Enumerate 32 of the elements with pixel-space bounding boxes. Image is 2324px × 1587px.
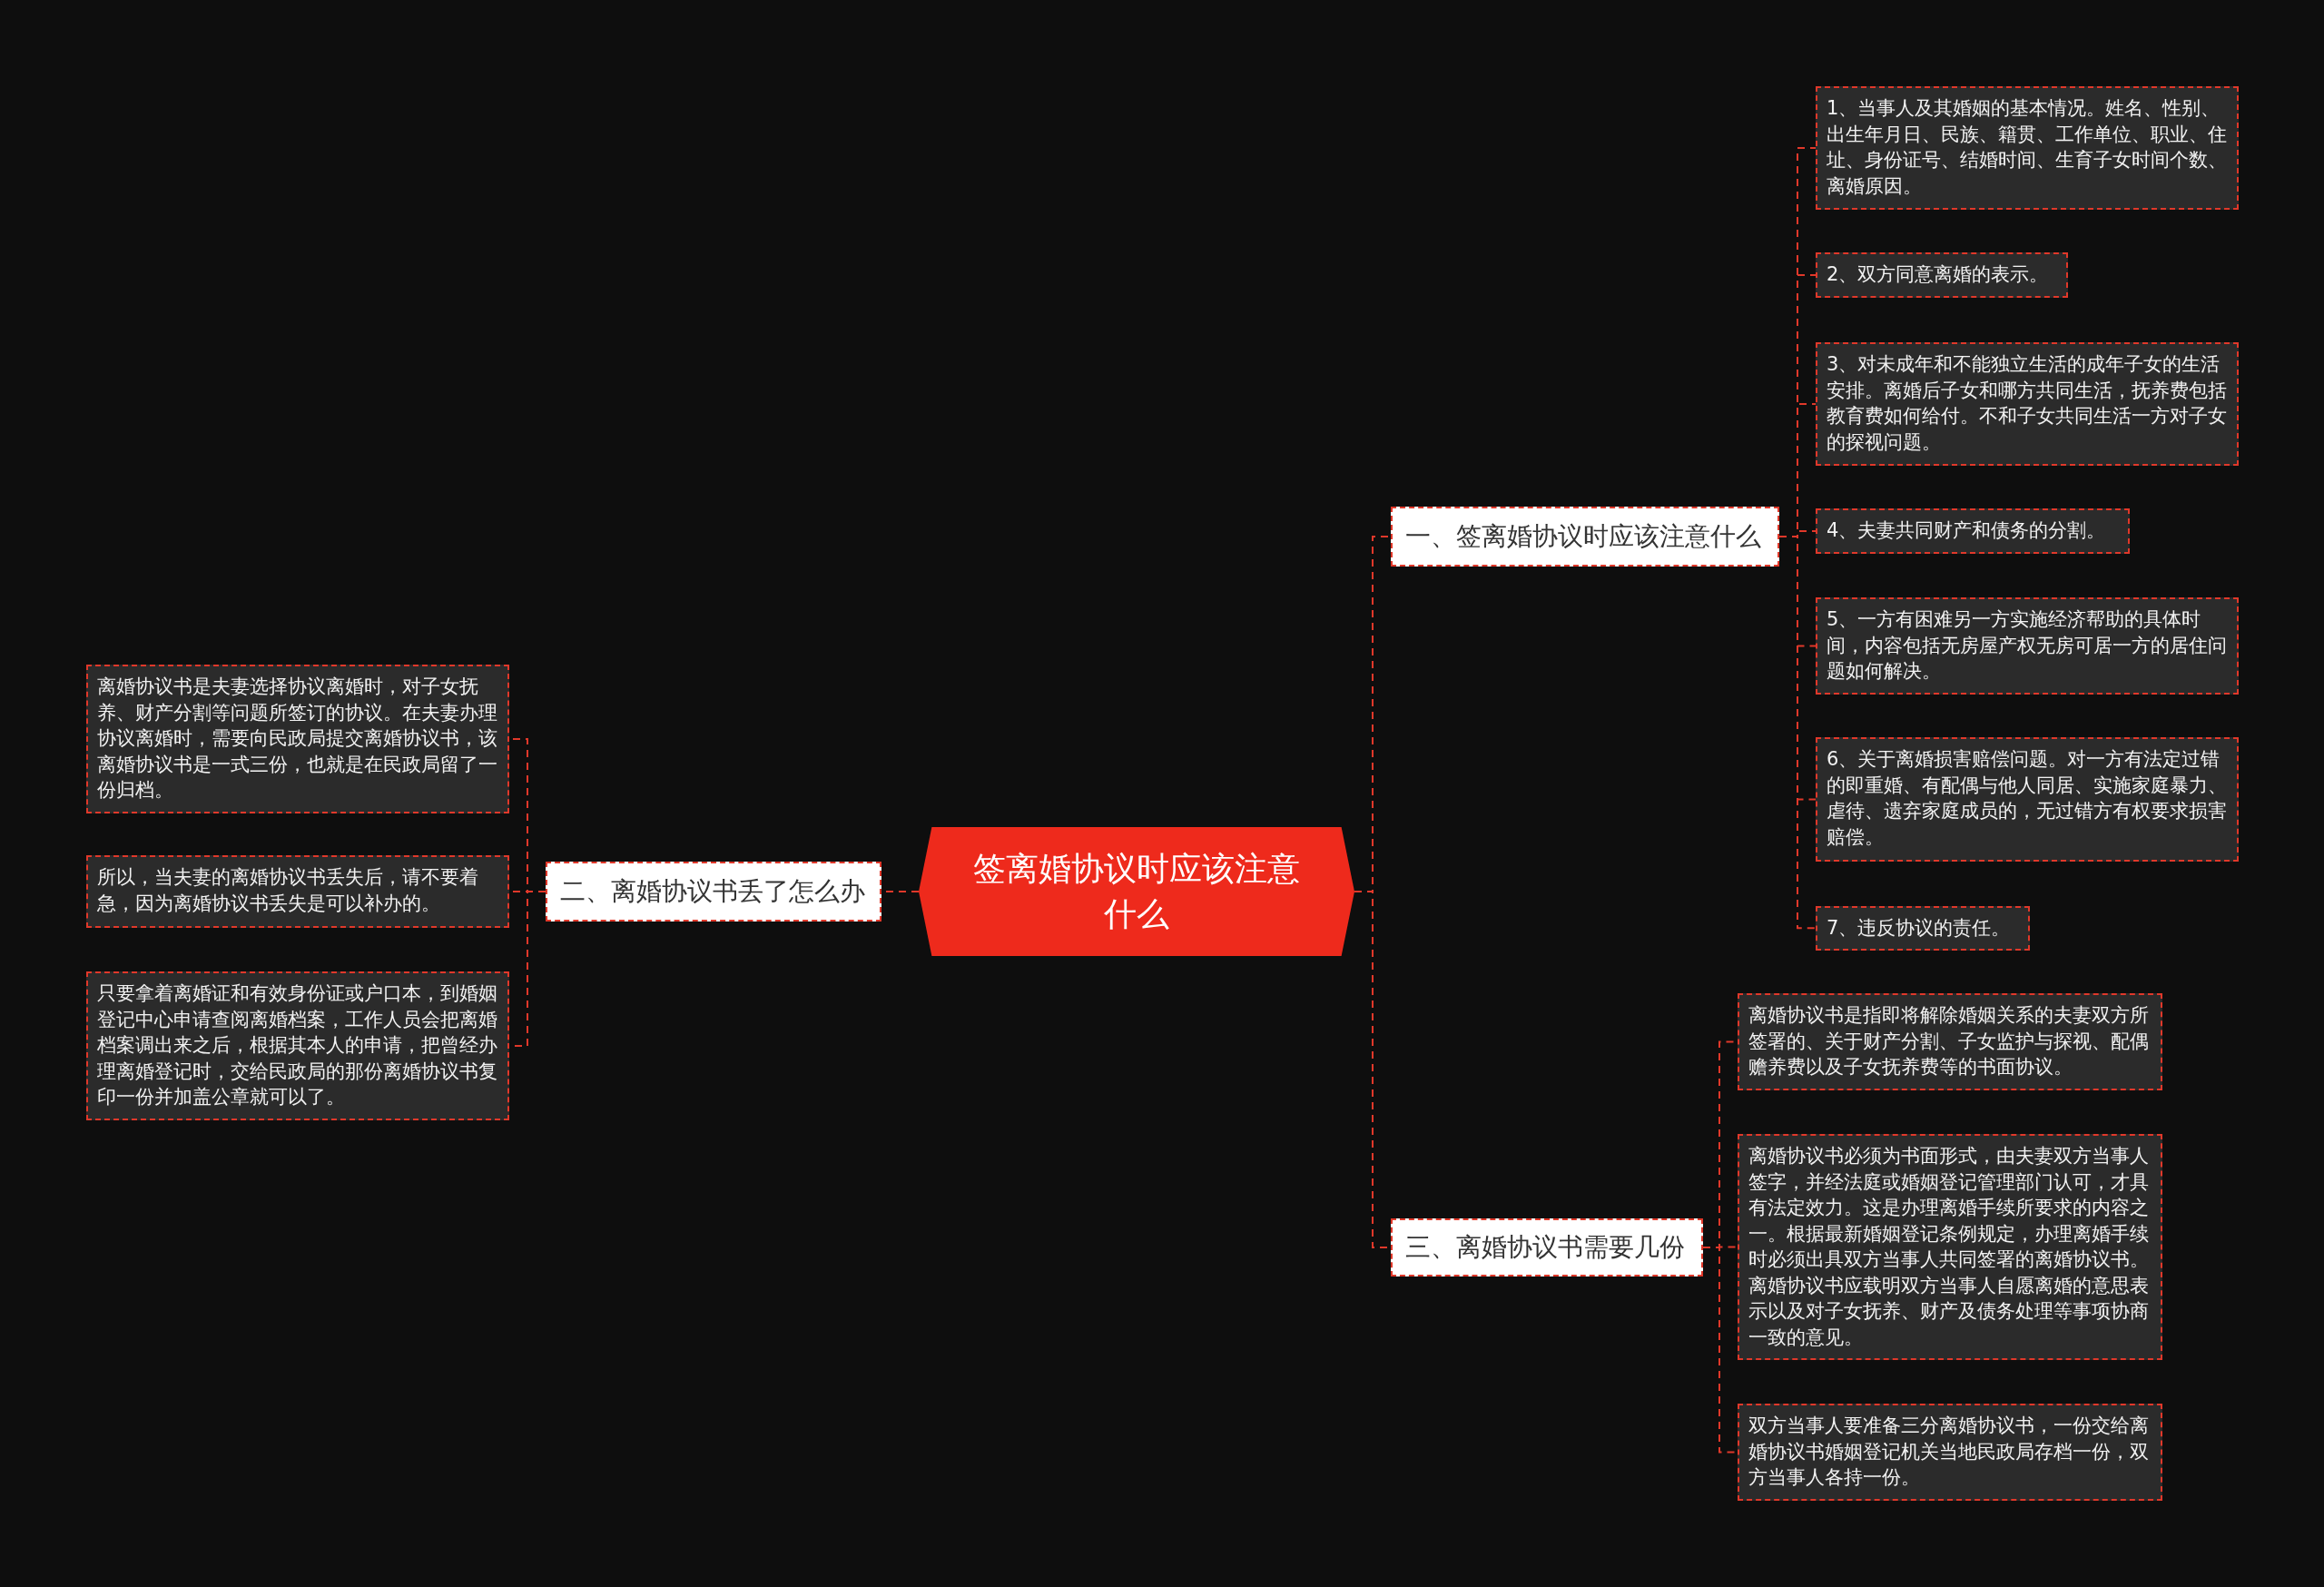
note-box <box>86 971 509 1120</box>
note-box <box>1816 737 2239 862</box>
note-text: 7、违反协议的责任。 <box>1827 916 2012 941</box>
note-text: 离婚协议书是夫妻选择协议离婚时，对子女抚养、财产分割等问题所签订的协议。在夫妻办理协议离婚时，需要向民政局提交离婚协议书，该离婚协议书是一式三份，也就是在民政局留了一份归档。 <box>97 675 498 803</box>
note-text: 所以，当夫妻的离婚协议书丢失后，请不要着急，因为离婚协议书丢失是可以补办的。 <box>97 865 479 916</box>
topic-text: 三、离婚协议书需要几份 <box>1405 1231 1686 1264</box>
branch-topic-box <box>546 862 881 922</box>
note-box <box>1738 993 2162 1090</box>
note-text: 6、关于离婚损害赔偿问题。对一方有法定过错的即重婚、有配偶与他人同居、实施家庭暴力、虐待、遗弃家庭成员的，无过错方有权要求损害赔偿。 <box>1827 747 2228 850</box>
note-text: 只要拿着离婚证和有效身份证或户口本，到婚姻登记中心申请查阅离婚档案，工作人员会把离婚档案调出来之后，根据其本人的申请，把曾经办理离婚登记时，交给民政局的那份离婚协议书复印一份并加盖公章就可以了。 <box>97 981 498 1109</box>
note-text: 3、对未成年和不能独立生活的成年子女的生活安排。离婚后子女和哪方共同生活，抚养费包括教育费如何给付。不和子女共同生活一方对子女的探视问题。 <box>1827 352 2228 455</box>
note-box <box>1816 86 2239 210</box>
central-topic-text: 签离婚协议时应该注意什么 <box>972 849 1301 934</box>
note-box <box>1816 906 2030 951</box>
note-text: 双方当事人要准备三分离婚协议书，一份交给离婚协议书婚姻登记机关当地民政局存档一份，双方当事人各持一份。 <box>1748 1414 2150 1490</box>
branch-topic-box <box>1391 1218 1703 1276</box>
note-text: 1、当事人及其婚姻的基本情况。姓名、性别、出生年月日、民族、籍贯、工作单位、职业、住址、身份证号、结婚时间、生育子女时间个数、离婚原因。 <box>1827 96 2228 199</box>
note-text: 2、双方同意离婚的表示。 <box>1827 262 2050 287</box>
topic-text: 一、签离婚协议时应该注意什么 <box>1405 520 1762 553</box>
note-text: 4、夫妻共同财产和债务的分割。 <box>1827 518 2107 543</box>
note-box <box>86 855 509 928</box>
note-box <box>1816 508 2130 554</box>
note-box <box>1816 252 2068 298</box>
note-box <box>86 665 509 813</box>
note-text: 离婚协议书必须为书面形式，由夫妻双方当事人签字，并经法庭或婚姻登记管理部门认可，才具有法定效力。这是办理离婚手续所要求的内容之一。根据最新婚姻登记条例规定，办理离婚手续时必须出具双方当事人共同签署的离婚协议书。离婚协议书应载明双方当事人自愿离婚的意思表示以及对子女抚养、财产及债务处理等事项协商一致的意见。 <box>1748 1144 2150 1350</box>
note-text: 5、一方有困难另一方实施经济帮助的具体时间，内容包括无房屋产权无房可居一方的居住问题如何解决。 <box>1827 607 2228 684</box>
note-box <box>1816 597 2239 695</box>
note-box <box>1738 1404 2162 1501</box>
note-box <box>1816 342 2239 466</box>
note-text: 离婚协议书是指即将解除婚姻关系的夫妻双方所签署的、关于财产分割、子女监护与探视、配偶赡养费以及子女抚养费等的书面协议。 <box>1748 1003 2150 1079</box>
branch-topic-box <box>1391 507 1779 567</box>
topic-text: 二、离婚协议书丢了怎么办 <box>560 875 866 908</box>
